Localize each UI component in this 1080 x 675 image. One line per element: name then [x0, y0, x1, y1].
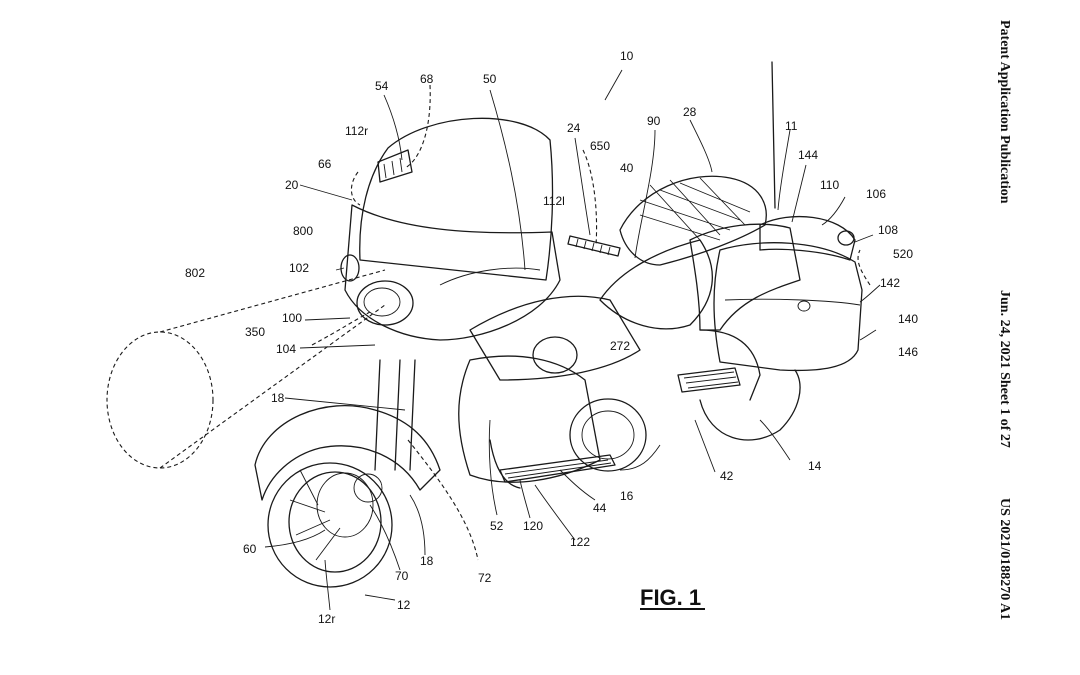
ref-144: 144 — [798, 148, 818, 162]
ref-112l: 112l — [543, 194, 565, 208]
ref-142: 142 — [880, 276, 900, 290]
ref-40: 40 — [620, 161, 634, 175]
ref-28: 28 — [683, 105, 697, 119]
ref-72: 72 — [478, 571, 492, 585]
ref-90: 90 — [647, 114, 661, 128]
ref-20: 20 — [285, 178, 299, 192]
ref-12r: 12r — [318, 612, 335, 626]
ref-108: 108 — [878, 223, 898, 237]
ref-50: 50 — [483, 72, 497, 86]
ref-24: 24 — [567, 121, 581, 135]
ref-18-lower: 18 — [420, 554, 434, 568]
ref-68: 68 — [420, 72, 434, 86]
ref-520: 520 — [893, 247, 913, 261]
publication-date-sheet: Jun. 24, 2021 Sheet 1 of 27 — [997, 290, 1012, 448]
ref-11: 11 — [785, 119, 798, 133]
ref-650: 650 — [590, 139, 610, 153]
motorcycle-illustration — [254, 61, 863, 588]
ref-140: 140 — [898, 312, 918, 326]
ref-104: 104 — [276, 342, 296, 356]
ref-10: 10 — [620, 49, 634, 63]
ref-44: 44 — [593, 501, 607, 515]
ref-52: 52 — [490, 519, 504, 533]
ref-60: 60 — [243, 542, 257, 556]
ref-18-upper: 18 — [271, 391, 285, 405]
publication-number: US 2021/0188270 A1 — [997, 498, 1012, 621]
ref-16: 16 — [620, 489, 634, 503]
ref-14: 14 — [808, 459, 822, 473]
ref-66: 66 — [318, 157, 332, 171]
ref-112r: 112r — [345, 124, 368, 138]
patent-header: Patent Application Publication Jun. 24, … — [980, 20, 1020, 660]
ref-70: 70 — [395, 569, 409, 583]
figure-label: FIG. 1 — [640, 585, 701, 610]
ref-122: 122 — [570, 535, 590, 549]
reference-labels: 10 54 68 50 24 650 90 28 11 144 110 106 … — [185, 49, 918, 626]
leader-lines — [264, 69, 881, 611]
ref-802: 802 — [185, 266, 205, 280]
ref-106: 106 — [866, 187, 886, 201]
publication-title: Patent Application Publication — [997, 20, 1012, 204]
ref-800: 800 — [293, 224, 313, 238]
ref-42: 42 — [720, 469, 734, 483]
ref-350: 350 — [245, 325, 265, 339]
ref-102: 102 — [289, 261, 309, 275]
ref-54: 54 — [375, 79, 389, 93]
figure-caption: FIG. 1 — [640, 585, 705, 610]
ref-110: 110 — [820, 178, 839, 192]
ref-272: 272 — [610, 339, 630, 353]
ref-146: 146 — [898, 345, 918, 359]
projection-zone — [106, 84, 871, 561]
ref-100: 100 — [282, 311, 302, 325]
ref-12: 12 — [397, 598, 411, 612]
ref-120: 120 — [523, 519, 543, 533]
